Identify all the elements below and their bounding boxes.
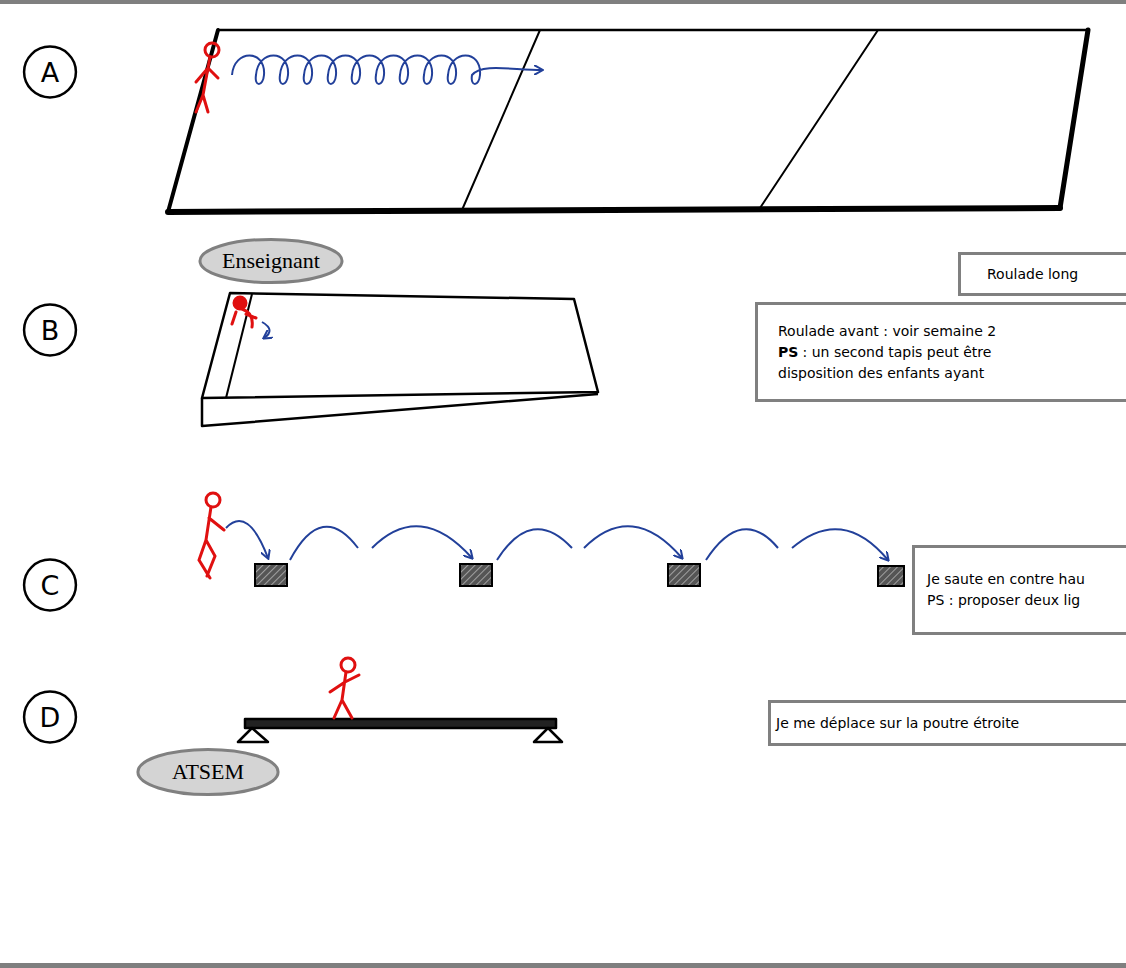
text-holder: D [40, 702, 61, 733]
role-text: Enseignant [222, 248, 320, 273]
station-letter: D [23, 690, 77, 744]
text-holder: ATSEM [172, 759, 244, 785]
note-box: Je saute en contre hau PS : proposer deux… [912, 545, 1126, 635]
text-holder: Enseignant [222, 248, 320, 274]
roll-arrow [232, 56, 542, 85]
role-label: ATSEM [135, 748, 281, 796]
text-line: PS : proposer deux lig [927, 590, 1126, 611]
text-line: D [40, 702, 61, 733]
text-line: Roulade avant : voir semaine 2 [778, 321, 1126, 342]
text-line: PS : un second tapis peut être [778, 342, 1126, 363]
station-letter-text: A [41, 57, 59, 88]
jump-arcs [226, 521, 888, 560]
balance-beam [238, 719, 562, 742]
text-line: Je saute en contre hau [927, 569, 1126, 590]
note-box: Je me déplace sur la poutre étroite [768, 700, 1126, 746]
text-line: ATSEM [172, 759, 244, 785]
station-letter-text: D [40, 702, 61, 733]
child-figure [232, 297, 256, 327]
note-box: Roulade avant : voir semaine 2 PS : un sec… [755, 302, 1126, 402]
note-text: Je saute en contre hau [927, 571, 1085, 587]
station-letter: C [23, 558, 77, 612]
hurdle-blocks [255, 564, 904, 586]
text-holder: A [41, 57, 59, 88]
note-text: Roulade avant : voir semaine 2 [778, 323, 996, 339]
child-figure [196, 43, 219, 112]
station-letter-text: C [41, 570, 60, 601]
text-holder: Je saute en contre hau PS : proposer deux… [927, 569, 1126, 611]
frame-bottom [0, 963, 1126, 968]
frame-top [0, 0, 1126, 4]
station-letter: B [23, 303, 77, 357]
text-line: C [41, 570, 60, 601]
role-text: ATSEM [172, 759, 244, 784]
note-text: disposition des enfants ayant [778, 365, 984, 381]
note-text: PS : proposer deux lig [927, 592, 1080, 608]
text-line: disposition des enfants ayant [778, 363, 1126, 384]
text-line: Enseignant [222, 248, 320, 274]
note-text: : un second tapis peut être [803, 344, 992, 360]
role-label: Enseignant [197, 238, 345, 284]
text-line: B [41, 315, 60, 346]
note-text: Roulade long [987, 266, 1078, 282]
text-line: Je me déplace sur la poutre étroite [776, 713, 1126, 734]
text-holder: C [41, 570, 60, 601]
wedge-mat [202, 293, 598, 426]
text-holder: Roulade long [987, 264, 1126, 285]
roll-arrow [262, 322, 270, 338]
child-figure [199, 493, 224, 578]
long-mat [168, 30, 1088, 212]
text-line: Roulade long [987, 264, 1126, 285]
note-text: PS [778, 344, 798, 360]
child-figure [330, 658, 359, 718]
text-holder: Je me déplace sur la poutre étroite [776, 713, 1126, 734]
station-letter: A [23, 45, 77, 99]
note-box: Roulade long [958, 252, 1126, 296]
note-text: Je me déplace sur la poutre étroite [776, 715, 1019, 731]
text-holder: B [41, 315, 60, 346]
text-holder: Roulade avant : voir semaine 2 PS : un sec… [778, 321, 1126, 384]
station-letter-text: B [41, 315, 60, 346]
text-line: A [41, 57, 59, 88]
